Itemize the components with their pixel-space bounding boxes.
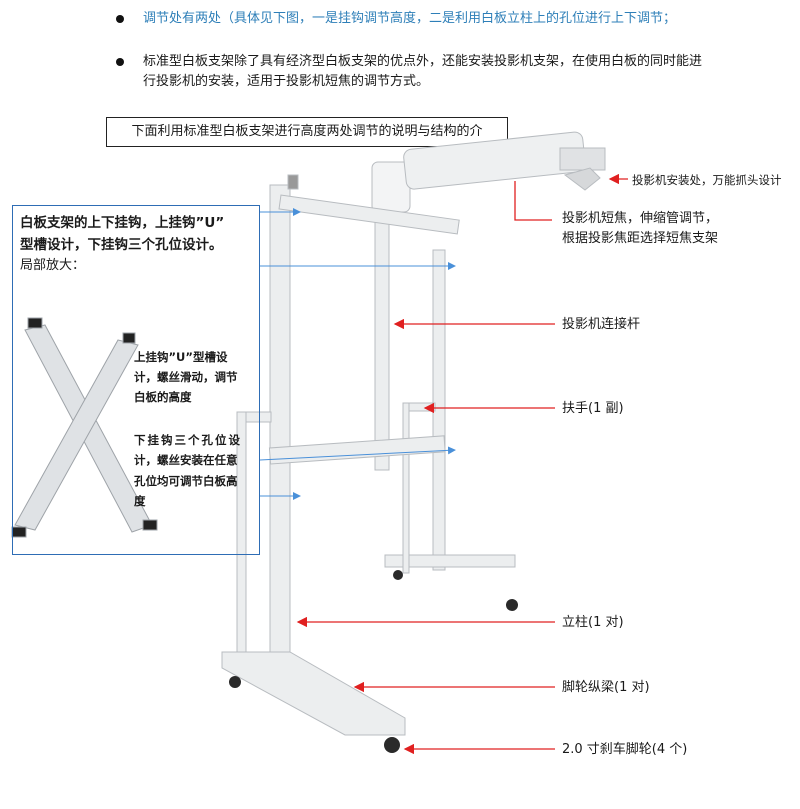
upper-hook-line-3: 白板的高度 [134,390,192,404]
front-frame [221,174,460,736]
bullet-dot [116,15,124,23]
detail-title-line-2: 型槽设计，下挂钩三个孔位设计。 [20,237,223,253]
upper-hook-line-1: 上挂钩”U”型槽设 [134,350,228,364]
detail-title-line-1: 白板支架的上下挂钩，上挂钩”U” [20,215,225,231]
upper-hook-line-2: 计，螺丝滑动，调节 [134,370,238,384]
bullet-1-part-b: 一是挂钩调节高度，二是利用白板立柱上的孔位进行上下调节； [312,11,677,26]
lower-hook-line-1: 下挂钩三个孔位设 [134,433,242,447]
bullet-1-text: 调节处有两处（具体见下图，一是挂钩调节高度，二是利用白板立柱上的孔位进行上下调节… [143,9,713,29]
callout-caster: 2.0 寸刹车脚轮(4 个) [562,742,688,757]
callout-short-focus-1: 投影机短焦，伸缩管调节， [562,211,719,226]
hook-detail-box [12,205,260,555]
intro-box: 下面利用标准型白板支架进行高度两处调节的说明与结构的介 [106,117,508,147]
bullet-2-text: 标准型白板支架除了具有经济型白板支架的优点外，还能安装投影机支架，在使用白板的同… [143,54,703,89]
callout-handle: 扶手(1 副) [562,401,624,416]
lower-hook-line-4: 度 [134,494,146,508]
rear-frame [374,204,516,574]
projector-arm [371,131,606,213]
caster-wheels [229,570,518,753]
bullet-dot [116,58,124,66]
callout-projector-mount: 投影机安装处，万能抓头设计 [632,173,782,187]
callout-connecting-rod: 投影机连接杆 [562,317,641,332]
detail-arrows [259,208,456,500]
callout-column: 立柱(1 对) [562,615,624,630]
callout-caster-beam: 脚轮纵梁(1 对) [562,680,650,695]
detail-subtitle: 局部放大： [20,258,86,273]
hook-detail-illustration [11,317,158,538]
lower-hook-line-3: 孔位均可调节白板高 [134,474,238,488]
lower-hook-line-2: 计，螺丝安装在任意 [134,453,238,467]
callout-arrows [296,173,628,755]
callout-short-focus-2: 根据投影焦距选择短焦支架 [562,231,719,246]
bullet-1-part-a: 调节处有两处（具体见下图， [143,11,313,26]
